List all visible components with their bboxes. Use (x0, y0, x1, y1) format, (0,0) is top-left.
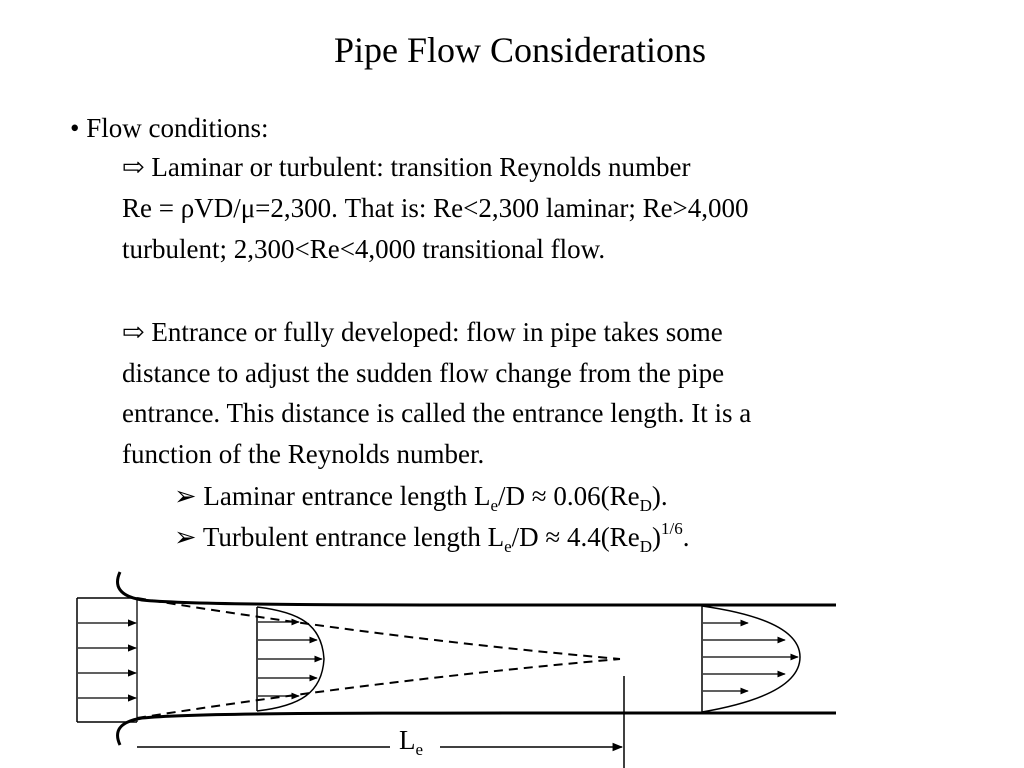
subscript-e: e (490, 496, 499, 515)
laminar-entrance-mid: /D ≈ 0.06(Re (498, 481, 640, 511)
subscript-d: D (639, 537, 652, 556)
entrance-line-4: function of the Reynolds number. (122, 439, 485, 469)
superscript-exponent: 1/6 (660, 519, 683, 538)
arrow-right-icon: ⇨ (122, 152, 145, 182)
turbulent-entrance-close: ) (651, 522, 661, 552)
developing-profile (256, 606, 325, 712)
bullet-glyph: • (70, 113, 80, 143)
inlet-uniform-profile (76, 597, 138, 723)
sub-arrow-icon: ➢ (174, 522, 197, 552)
entrance-line-3: entrance. This distance is called the en… (122, 398, 752, 428)
boundary-layer-bottom (136, 658, 621, 719)
turbulent-entrance-mid: /D ≈ 4.4(Re (511, 522, 640, 552)
laminar-entrance-prefix: Laminar entrance length L (203, 481, 491, 511)
subscript-e: e (504, 537, 512, 556)
entrance-line-2: distance to adjust the sudden flow chang… (122, 358, 725, 388)
pipe-bottom-wall (116, 711, 837, 746)
fully-developed-profile (701, 605, 801, 713)
boundary-layer-top (136, 597, 621, 660)
laminar-text: Laminar or turbulent: transition Reynold… (151, 152, 691, 182)
entrance-length-dimension (137, 676, 625, 768)
turbulent-entrance-end: . (682, 522, 690, 552)
le-sub: e (415, 740, 424, 759)
laminar-turbulent-line: ⇨ Laminar or turbulent: transition Reyno… (122, 151, 691, 183)
arrow-right-icon: ⇨ (122, 317, 145, 347)
entrance-line-1: ⇨ Entrance or fully developed: flow in p… (122, 316, 723, 348)
entrance-text-1: Entrance or fully developed: flow in pip… (151, 317, 723, 347)
reynolds-line: Re = ρVD/μ=2,300. That is: Re<2,300 lami… (122, 193, 749, 223)
heading-text: Flow conditions: (86, 113, 269, 143)
laminar-entrance-line: ➢ Laminar entrance length Le/D ≈ 0.06(Re… (174, 480, 668, 515)
slide-title: Pipe Flow Considerations (333, 30, 706, 70)
bullet-flow-conditions: • Flow conditions: (70, 112, 268, 144)
pipe-top-wall (116, 571, 837, 607)
turbulent-entrance-line: ➢ Turbulent entrance length Le/D ≈ 4.4(R… (174, 519, 690, 556)
reynolds-line-cont: turbulent; 2,300<Re<4,000 transitional f… (122, 234, 606, 264)
turbulent-entrance-prefix: Turbulent entrance length L (202, 522, 505, 552)
entrance-length-label: Le (399, 724, 424, 759)
sub-arrow-icon: ➢ (174, 481, 197, 511)
le-main: L (399, 725, 416, 755)
laminar-entrance-end: ). (651, 481, 668, 511)
subscript-d: D (639, 496, 652, 515)
